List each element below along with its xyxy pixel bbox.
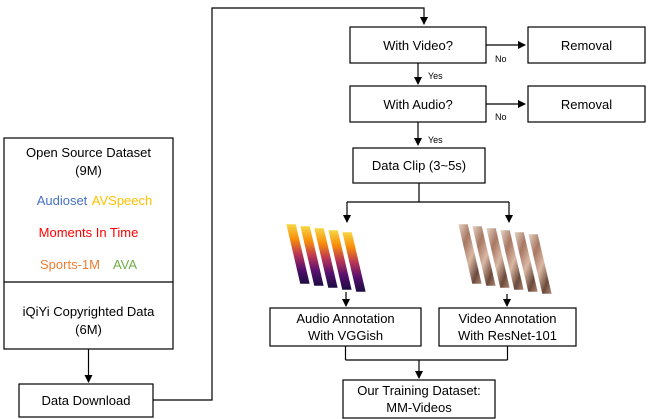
training-dataset-box: Our Training Dataset: MM-Videos: [342, 379, 496, 419]
spectrogram-stack-icon: [285, 223, 367, 293]
video-frame-stack-icon: [457, 223, 553, 295]
yes-label-1: Yes: [428, 71, 443, 81]
source-dataset-box: Open Source Dataset (9M) Audioset AVSpee…: [3, 137, 174, 350]
no-label-2: No: [495, 112, 507, 122]
open-source-title: Open Source Dataset: [26, 145, 151, 160]
with-audio-label: With Audio?: [383, 97, 452, 112]
data-clip-box: Data Clip (3~5s): [352, 147, 486, 184]
removal-label-2: Removal: [561, 97, 612, 112]
with-video-box: With Video?: [349, 26, 487, 64]
video-annotation-line2: With ResNet-101: [458, 328, 557, 343]
iqiyi-count: (6M): [75, 322, 102, 337]
yes-label-2: Yes: [428, 135, 443, 145]
ava-label: AVA: [113, 257, 137, 272]
open-source-count: (9M): [75, 163, 102, 178]
moments-in-time-label: Moments In Time: [39, 225, 139, 240]
removal-label-1: Removal: [561, 38, 612, 53]
training-dataset-line1: Our Training Dataset:: [357, 383, 481, 398]
audio-annotation-line1: Audio Annotation: [296, 311, 394, 326]
avspeech-label: AVSpeech: [92, 193, 152, 208]
removal-box-2: Removal: [527, 85, 646, 123]
training-dataset-line2: MM-Videos: [386, 400, 452, 415]
sports-1m-label: Sports-1M: [40, 257, 100, 272]
video-annotation-box: Video Annotation With ResNet-101: [438, 307, 577, 347]
iqiyi-title: iQiYi Copyrighted Data: [23, 304, 156, 319]
data-download-label: Data Download: [42, 393, 131, 408]
audio-annotation-box: Audio Annotation With VGGish: [269, 307, 422, 347]
video-annotation-line1: Video Annotation: [458, 311, 556, 326]
audio-annotation-line2: With VGGish: [308, 328, 383, 343]
audioset-label: Audioset: [37, 193, 88, 208]
arrow-download-to-with-video: [153, 7, 428, 401]
with-video-label: With Video?: [383, 38, 453, 53]
with-audio-box: With Audio?: [349, 85, 487, 123]
removal-box-1: Removal: [527, 26, 646, 64]
no-label-1: No: [495, 54, 507, 64]
data-clip-label: Data Clip (3~5s): [372, 158, 466, 173]
data-download-box: Data Download: [18, 383, 154, 418]
